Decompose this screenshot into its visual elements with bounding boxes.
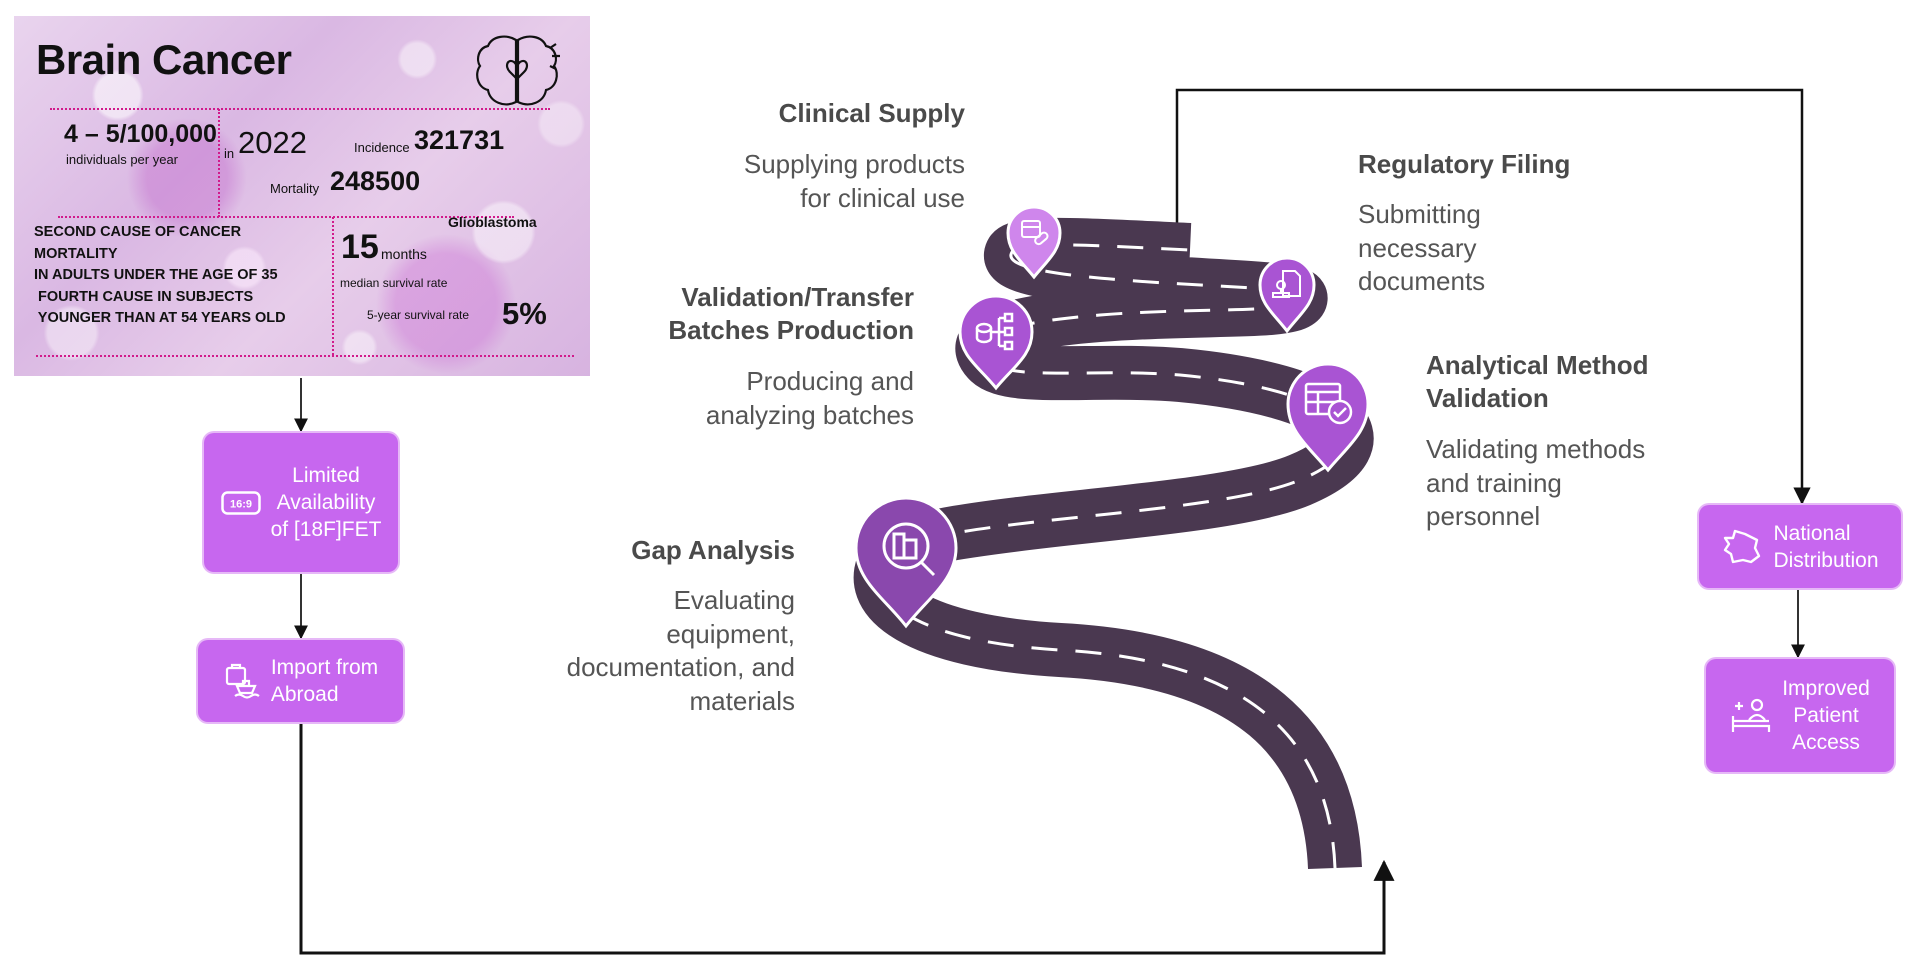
- mortality-value: 248500: [330, 166, 421, 196]
- patient-bed-icon: [1732, 698, 1771, 732]
- fact-line: SECOND CAUSE OF CANCER: [34, 224, 242, 240]
- fact-line: IN ADULTS UNDER THE AGE OF 35: [34, 267, 278, 283]
- medicine-box-icon: [1021, 220, 1049, 246]
- incidence-label: Incidence: [354, 140, 410, 155]
- fact-line: YOUNGER THAN AT 54 YEARS OLD: [34, 310, 286, 326]
- validation-transfer-desc: Producing and analyzing batches: [705, 366, 914, 430]
- aspect-ratio-16-9-icon: 16:9: [220, 490, 261, 515]
- box-label: National Distribution: [1773, 521, 1879, 572]
- shipping-box-icon: [225, 663, 260, 699]
- card-title: Brain Cancer: [36, 36, 292, 83]
- brain-cancer-card: Brain Cancer 4 – 5/100,000 individuals p…: [14, 16, 590, 376]
- connector-import-to-road: [299, 724, 1395, 955]
- glioblastoma-label: Glioblastoma: [448, 214, 537, 230]
- fact-line: MORTALITY: [34, 245, 118, 262]
- median-survival-unit: months: [381, 246, 427, 262]
- pin-validation-transfer: [958, 294, 1034, 391]
- box-limited-availability: 16:9 Limited Availability of [18F]FET: [204, 433, 398, 572]
- box-label: Limited Availability of [18F]FET: [270, 464, 382, 541]
- regulatory-filing-desc: Submitting necessary documents: [1358, 199, 1486, 296]
- analytical-method-title: Analytical Method Validation: [1426, 350, 1649, 413]
- aspect-ratio-text: 16:9: [230, 498, 252, 510]
- five-year-survival-value: 5%: [502, 296, 547, 331]
- box-label: Import from Abroad: [270, 656, 379, 706]
- incidence-rate-unit: individuals per year: [66, 152, 179, 167]
- building-search-icon: [882, 522, 936, 577]
- winding-road: [853, 217, 1374, 870]
- france-map-icon: [1724, 529, 1761, 563]
- pin-clinical-supply: [1006, 205, 1062, 280]
- box-import-from-abroad: Import from Abroad: [198, 640, 403, 722]
- box-label: Improved Patient Access: [1782, 677, 1870, 754]
- pin-analytical-method: [1286, 362, 1370, 473]
- gap-analysis-title: Gap Analysis: [631, 535, 795, 565]
- validation-transfer-title: Validation/Transfer Batches Production: [668, 282, 914, 345]
- pin-regulatory-filing: [1258, 256, 1316, 334]
- gap-analysis-desc: Evaluating equipment, documentation, and…: [566, 585, 795, 716]
- table-check-icon: [1304, 382, 1353, 425]
- incidence-rate: 4 – 5/100,000: [64, 120, 217, 148]
- mortality-facts: SECOND CAUSE OF CANCER MORTALITY IN ADUL…: [34, 222, 286, 330]
- mortality-label: Mortality: [270, 181, 320, 196]
- box-national-distribution: National Distribution: [1699, 505, 1901, 588]
- year-value: 2022: [238, 125, 307, 160]
- box-improved-patient-access: Improved Patient Access: [1706, 659, 1894, 772]
- document-stamp-icon: [1272, 270, 1301, 298]
- five-year-survival-label: 5-year survival rate: [367, 308, 470, 322]
- median-survival-label: median survival rate: [340, 276, 448, 290]
- fact-line: FOURTH CAUSE IN SUBJECTS: [34, 288, 254, 305]
- year-prefix: in: [224, 146, 235, 161]
- clinical-supply-desc: Supplying products for clinical use: [743, 149, 965, 213]
- database-flow-icon: [975, 312, 1014, 351]
- analytical-method-desc: Validating methods and training personne…: [1426, 434, 1646, 531]
- regulatory-filing-title: Regulatory Filing: [1358, 149, 1571, 179]
- incidence-value: 321731: [414, 125, 505, 155]
- pin-gap-analysis: [854, 496, 958, 629]
- median-survival-value: 15: [341, 228, 379, 266]
- clinical-supply-title: Clinical Supply: [778, 98, 965, 128]
- brain-heart-icon: [476, 35, 560, 106]
